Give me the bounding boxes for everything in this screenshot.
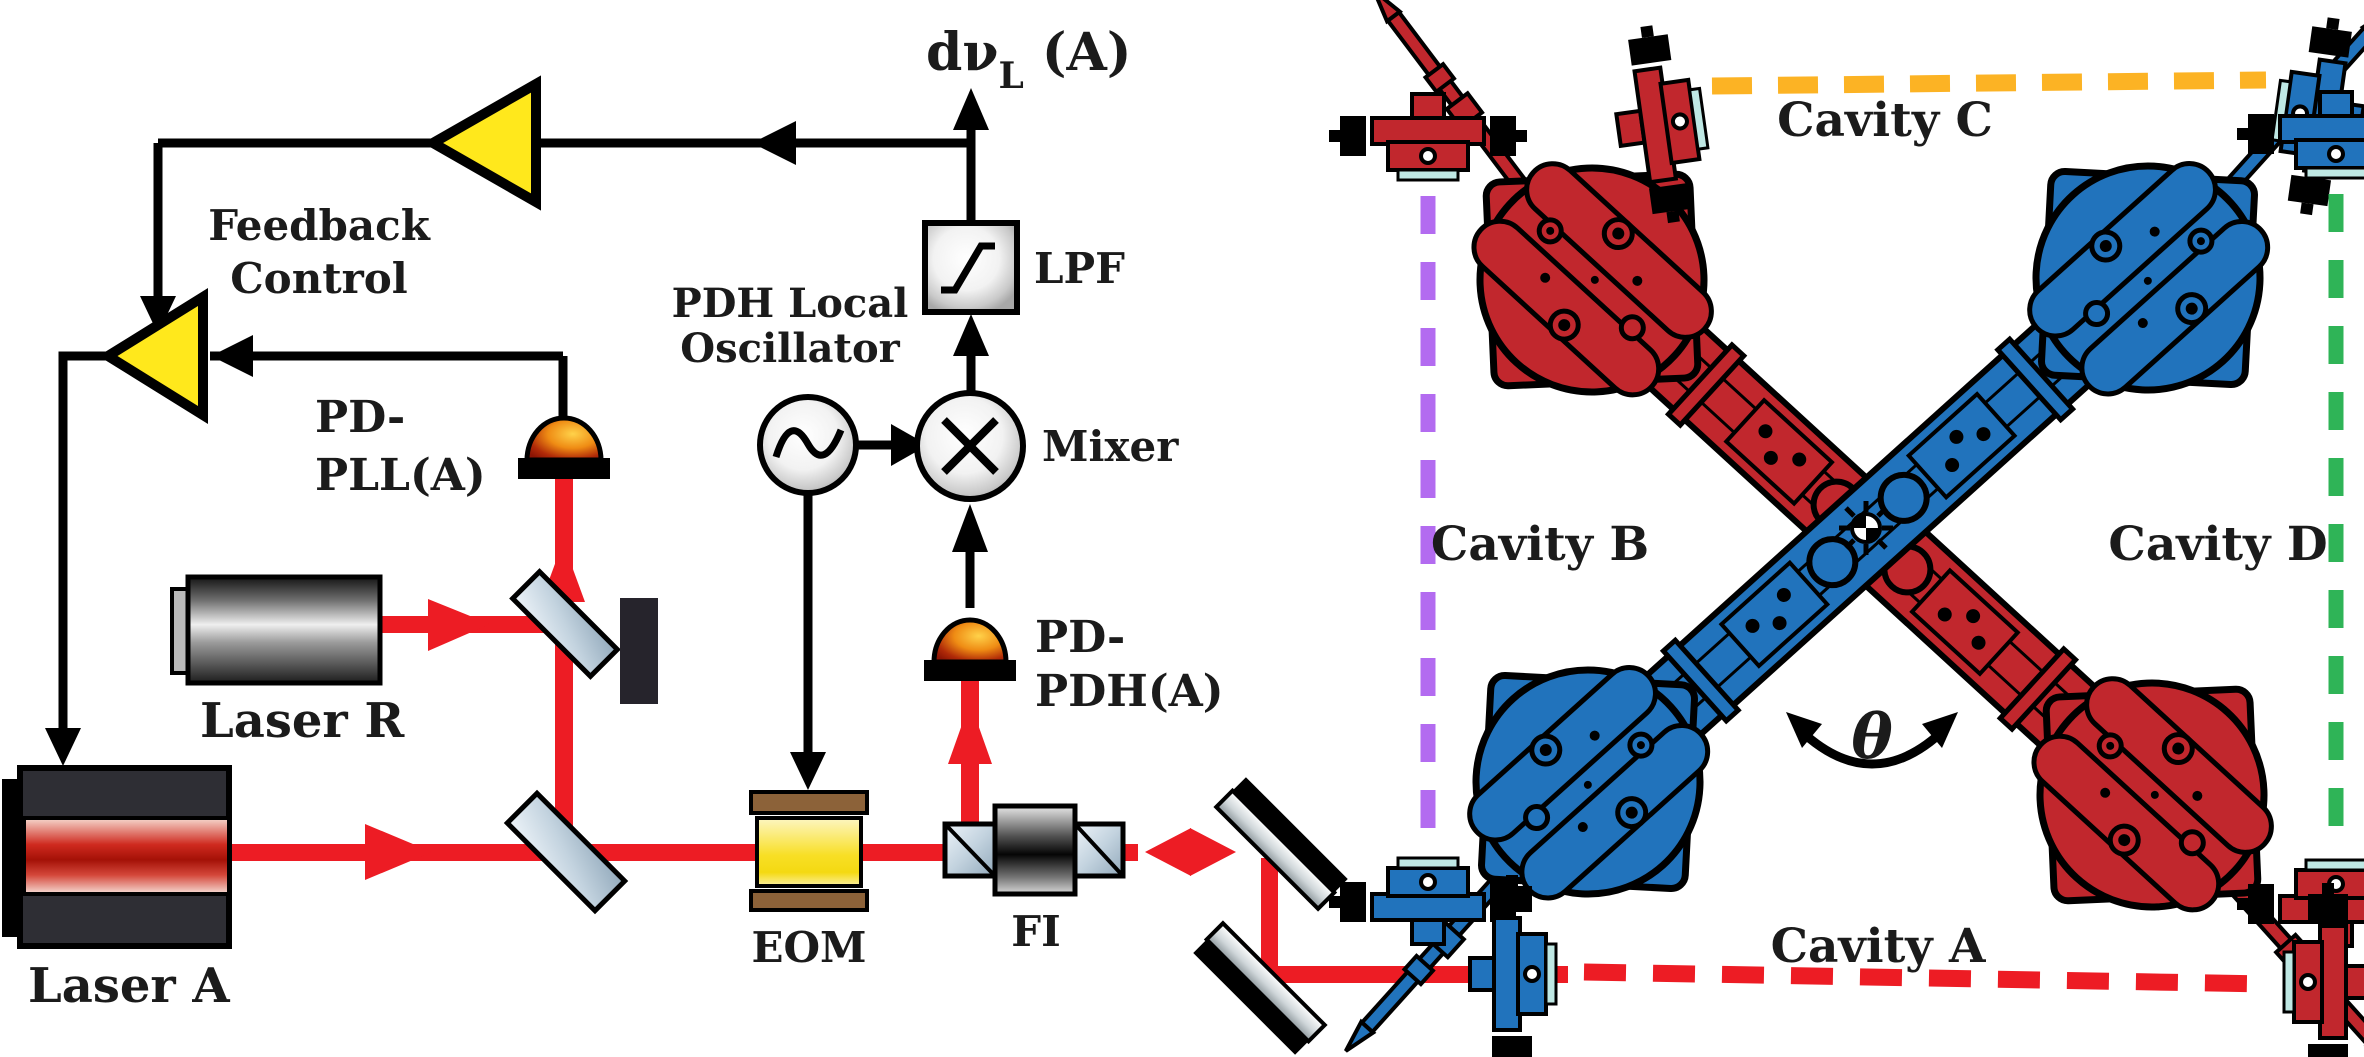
right-arrowhead-icon <box>891 424 928 466</box>
eom-label: EOM <box>751 923 866 972</box>
pll-pickoff-beam <box>555 478 573 852</box>
mixer: Mixer <box>914 390 1179 502</box>
beam-splitter <box>503 789 629 915</box>
pdh-lo-label-2: Oscillator <box>680 325 900 372</box>
eom-crystal-icon <box>755 816 863 888</box>
crossed-cavity-assembly: θ Cavity C Cavity B Cavity D Cavity A <box>1327 0 2364 1057</box>
mixer-x-icon <box>941 417 999 475</box>
cavity-c-label: Cavity C <box>1777 93 1993 148</box>
beam-arrowhead-icon <box>365 824 432 880</box>
feedback-wires <box>45 88 989 790</box>
isolator-cylinder-icon <box>992 803 1078 897</box>
theta-angle: θ <box>1786 700 1958 773</box>
dnu-label: dνL (A) <box>926 22 1131 97</box>
laser-r: Laser R <box>170 574 405 749</box>
photodiode-dome-icon <box>524 415 604 463</box>
laser-a-aperture <box>22 816 231 896</box>
down-arrowhead-icon <box>140 296 176 334</box>
junction-ticks <box>1839 501 1893 555</box>
amplifier-icon <box>422 75 541 211</box>
theta-arc <box>1794 724 1950 769</box>
cavity-a-label: Cavity A <box>1771 919 1986 974</box>
faraday-isolator: FI <box>942 803 1126 956</box>
mixer-label: Mixer <box>1042 422 1179 471</box>
lpf-label: LPF <box>1034 244 1125 293</box>
up-arrowhead-icon <box>953 314 989 356</box>
beam-arrowhead-icon <box>948 702 992 764</box>
down-arrowhead-icon <box>45 728 81 766</box>
pdh-lo-label-1: PDH Local <box>672 280 909 327</box>
laser-a-control-wire <box>58 351 108 730</box>
laser-a-label: Laser A <box>28 958 230 1014</box>
pd-pll-label-1: PD- <box>315 392 405 443</box>
pdh-locking-schematic: Laser A Laser R PD- PLL(A) PD- PDH( <box>2 22 1568 1055</box>
pd-pdh-label-1: PD- <box>1035 612 1125 663</box>
pd-pll-label-2: PLL(A) <box>315 450 486 501</box>
polarizer-diagonal <box>1073 822 1125 878</box>
up-arrowhead-icon <box>952 504 988 552</box>
fold-mirror <box>1193 920 1328 1055</box>
mirror-icon <box>1203 920 1328 1045</box>
down-arrowhead-icon <box>790 752 826 790</box>
photodiode-pd-pdh: PD- PDH(A) <box>924 612 1224 717</box>
beam-splitter-icon <box>509 568 621 680</box>
beam-arrowhead-icon <box>428 599 490 651</box>
sine-wave-icon <box>772 427 845 459</box>
laser-r-body <box>185 574 383 686</box>
photodiode-base-icon <box>518 458 610 479</box>
mirror-icon <box>1213 787 1338 912</box>
cavity-beams <box>1420 71 2344 993</box>
beam-double-arrow-right-icon <box>1190 828 1236 876</box>
arc-arrowhead-icon <box>1786 712 1822 748</box>
eom-electrode-icon <box>749 790 869 815</box>
dnu-sub: L <box>998 55 1023 97</box>
beam-splitter <box>509 568 621 680</box>
folded-beam-vertical <box>1261 858 1278 980</box>
low-pass-filter: LPF <box>922 220 1125 315</box>
amplifier-icon <box>98 288 208 424</box>
cavity-d-label: Cavity D <box>2108 517 2327 572</box>
up-arrowhead-icon <box>953 88 989 130</box>
fi-label: FI <box>1011 907 1060 956</box>
eom-electrode-icon <box>749 889 869 912</box>
feedback-label-1: Feedback <box>208 201 430 250</box>
photodiode-dome-icon <box>931 617 1009 665</box>
mirror-back-icon <box>1231 777 1348 894</box>
beam-double-arrow-left-icon <box>1145 828 1191 876</box>
lpf-curve-icon <box>941 242 995 294</box>
theta-label: θ <box>1851 700 1893 773</box>
pd-pdh-label-2: PDH(A) <box>1035 666 1224 717</box>
beam-dump-icon <box>620 598 658 704</box>
laser-a: Laser A <box>2 765 232 1014</box>
dnu-main: dν <box>926 22 998 83</box>
photodiode-pd-pll: PD- PLL(A) <box>315 392 610 501</box>
fold-mirror <box>1213 777 1348 912</box>
laser-beams <box>229 478 1568 983</box>
center-junction <box>1839 501 1893 555</box>
cavity-c-beam <box>1711 71 2267 95</box>
mirror-back-icon <box>1193 938 1310 1055</box>
left-arrowhead-icon <box>752 121 796 165</box>
cavity-a-beam <box>1583 963 2269 993</box>
polarizer-diagonal <box>943 822 997 878</box>
laser-r-label: Laser R <box>200 693 405 749</box>
left-arrowhead-icon <box>211 335 253 377</box>
beam-splitter-icon <box>503 789 629 915</box>
feedback-label-2: Control <box>230 254 407 303</box>
cavity-b-label: Cavity B <box>1431 517 1649 572</box>
pdh-local-oscillator: PDH Local Oscillator <box>672 280 909 496</box>
arc-arrowhead-icon <box>1922 712 1958 748</box>
dnu-suffix: (A) <box>1024 22 1132 83</box>
main-beam <box>229 844 1138 861</box>
eom: EOM <box>749 790 869 972</box>
photodiode-base-icon <box>924 660 1016 681</box>
